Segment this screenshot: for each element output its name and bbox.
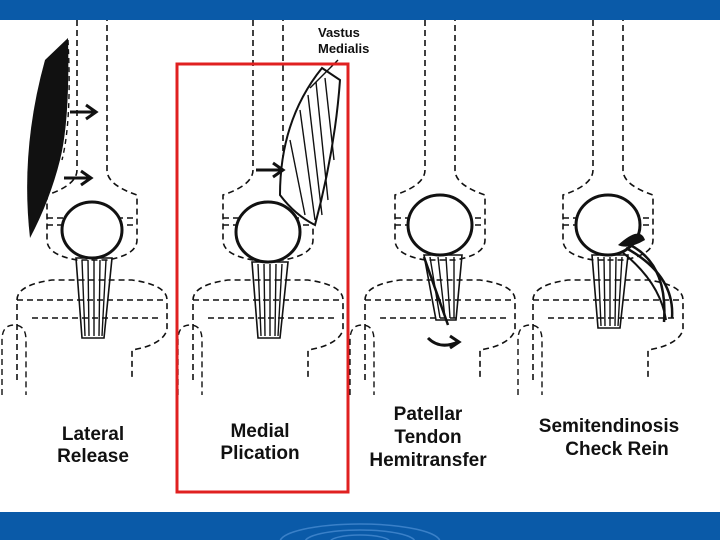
bottom-bar <box>0 512 720 540</box>
panel2-label-line1: Medial <box>230 421 289 442</box>
highlight-box <box>175 62 350 494</box>
patella <box>234 200 302 264</box>
panel-patellar-tendon-hemitransfer <box>349 20 516 396</box>
knee-procedure-diagram: Vastus Medialis Lateral Release Medial P… <box>1 20 684 494</box>
lateral-retinaculum-release <box>27 38 69 238</box>
panel4-label-line1: Semitendinosis <box>539 416 679 437</box>
panel-semitendinosis-check-rein <box>517 20 684 396</box>
curved-arrow-icon <box>426 334 462 350</box>
panel3-label-line2: Tendon <box>394 427 461 448</box>
patellar-tendon <box>251 261 289 339</box>
patella <box>60 200 124 260</box>
vastus-medialis-muscle <box>278 66 342 227</box>
patellar-tendon <box>75 257 113 339</box>
panel4-label-line2: Check Rein <box>565 439 668 460</box>
arrow-right-icon <box>256 161 286 179</box>
panel-lateral-release <box>1 20 168 396</box>
panel1-label-line2: Release <box>57 446 129 467</box>
arrow-right-icon <box>64 169 94 187</box>
patellar-tendon <box>423 254 463 321</box>
patellar-tendon <box>591 254 629 329</box>
panel-medial-plication <box>175 20 350 494</box>
panel2-label-line2: Plication <box>220 443 299 464</box>
panel3-label-line1: Patellar <box>394 404 463 425</box>
top-bar <box>0 0 720 20</box>
semitendinosus-tendon <box>618 233 674 323</box>
vastus-medialis-label-line2: Medialis <box>318 41 369 56</box>
patella <box>406 193 474 257</box>
arrow-right-icon <box>70 103 99 121</box>
panel1-label-line1: Lateral <box>62 424 124 445</box>
vastus-medialis-label-line1: Vastus <box>318 25 360 40</box>
panel3-label-line3: Hemitransfer <box>369 450 487 471</box>
ripple-decoration <box>279 523 441 540</box>
